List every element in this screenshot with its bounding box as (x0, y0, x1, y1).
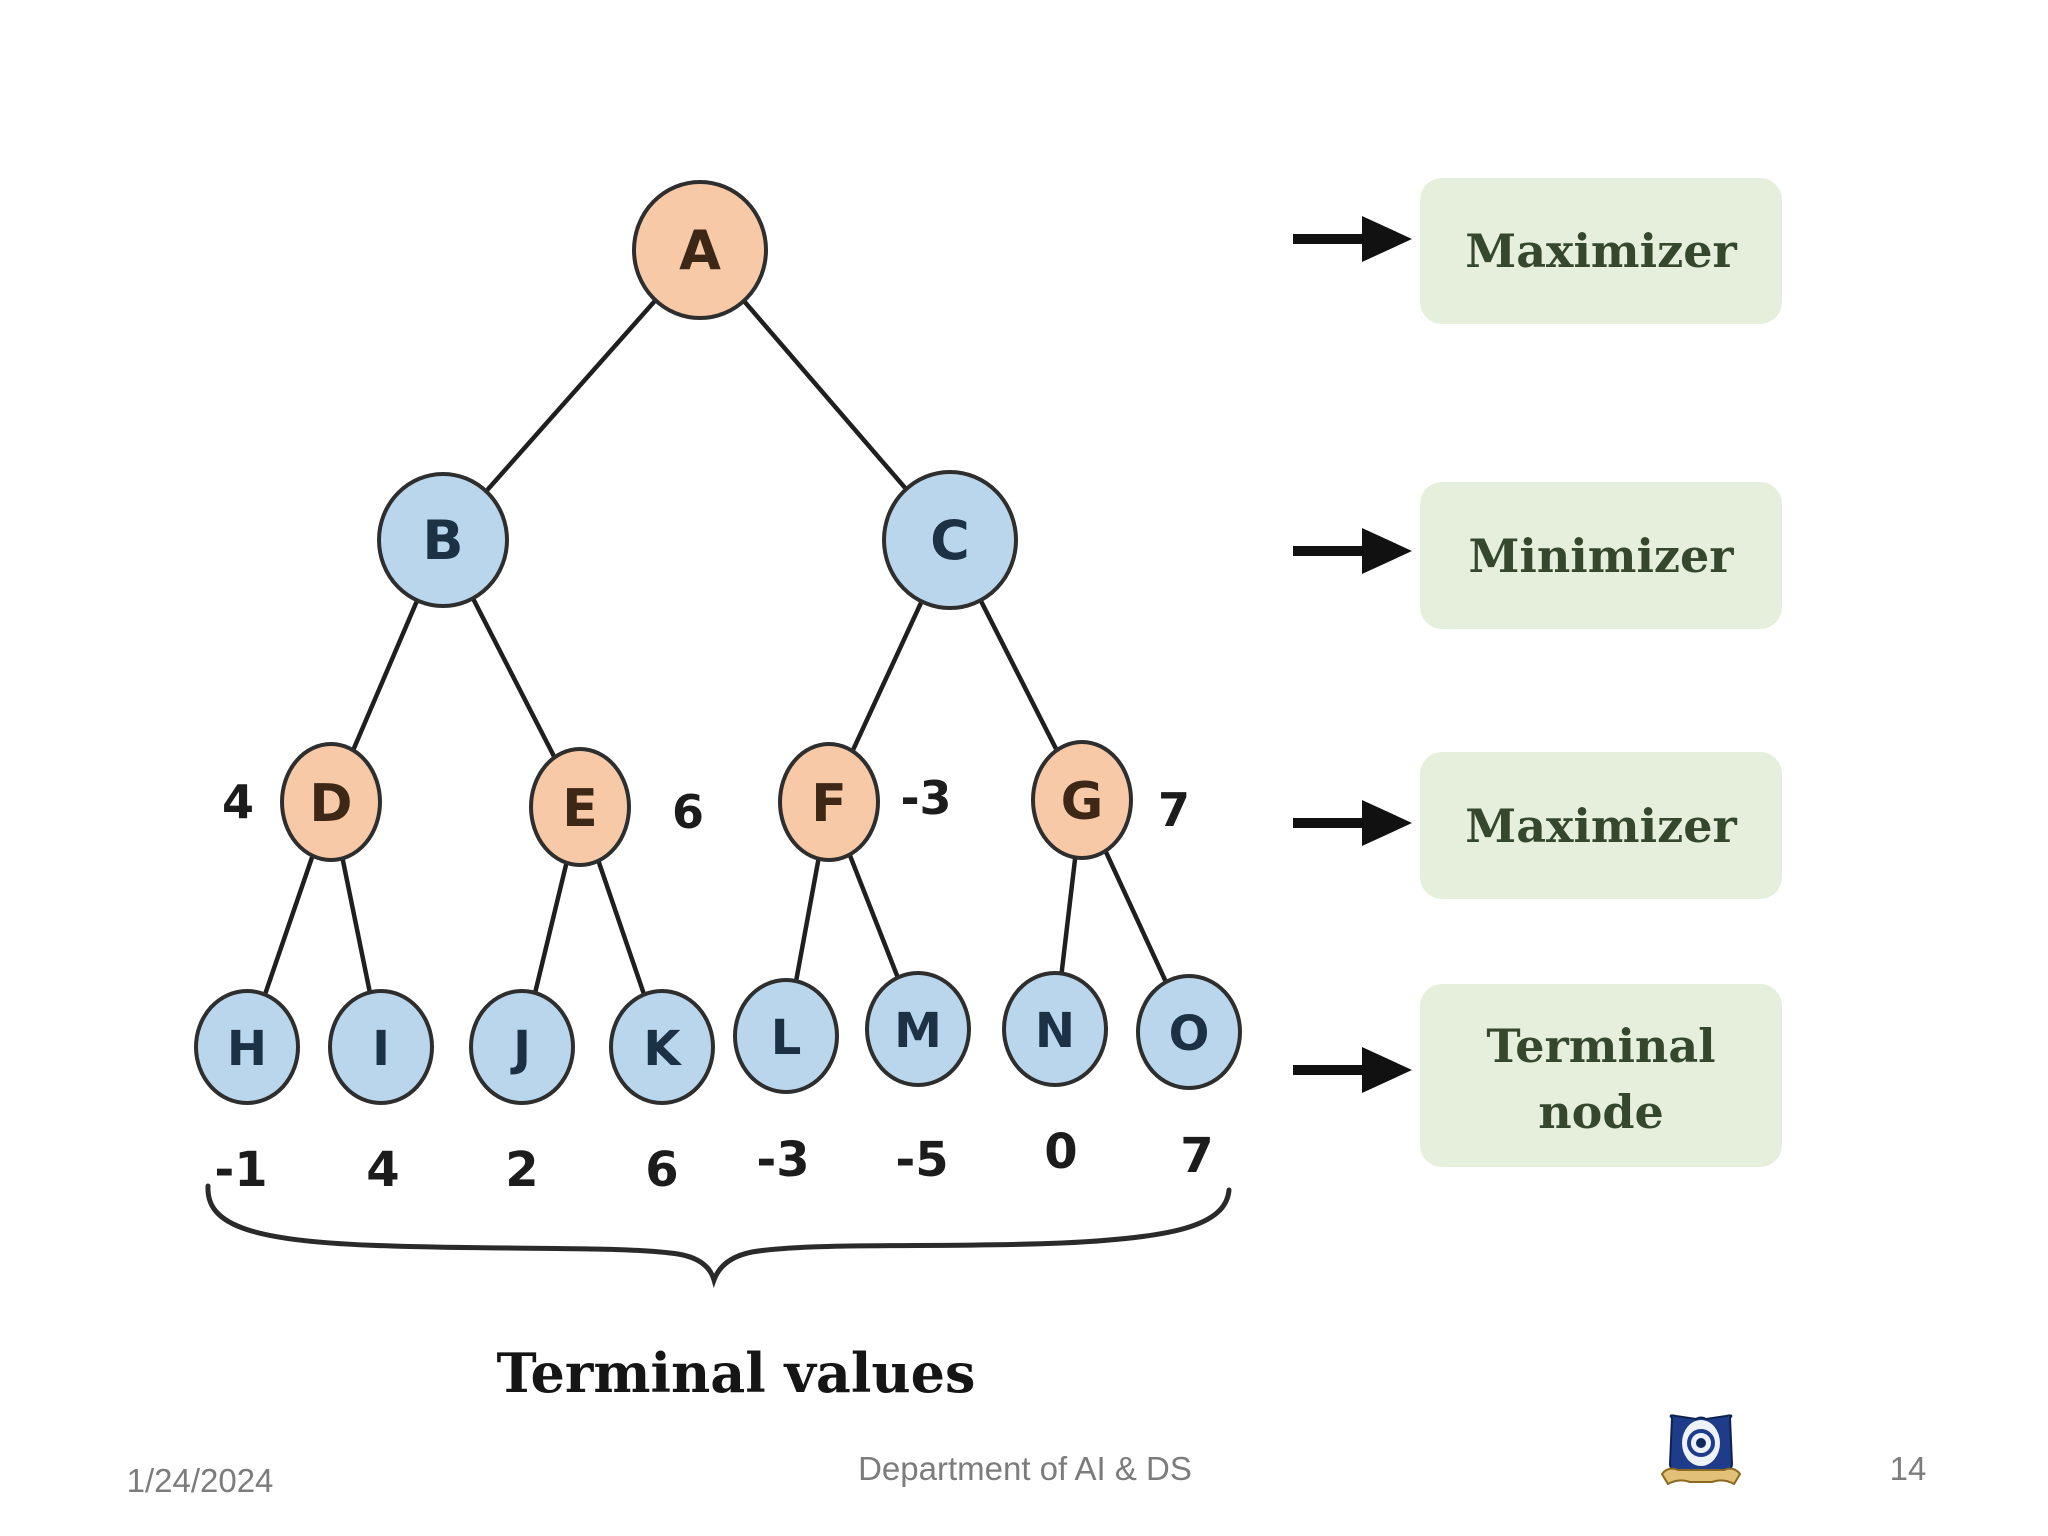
college-crest-logo-icon (1660, 1414, 1742, 1486)
terminal-values-brace (205, 1183, 1232, 1289)
node-H-circle (194, 989, 300, 1105)
legend-item-maximizer-root: Maximizer (1293, 178, 1782, 324)
crest-ribbon (1660, 1467, 1742, 1486)
footer-date: 1/24/2024 (127, 1462, 274, 1499)
arrow-head (1362, 216, 1412, 262)
node-K-circle (609, 989, 715, 1105)
node-J: J (469, 989, 575, 1105)
node-B: B (377, 472, 509, 608)
legend-label-terminal-line1: Terminal (1486, 1019, 1715, 1073)
terminal-value-L: -3 (756, 1132, 809, 1188)
branch-value-D: 4 (222, 775, 254, 829)
node-F: F (778, 742, 880, 862)
node-I-circle (328, 989, 434, 1105)
legend-label-minimizer: Minimizer (1468, 529, 1734, 583)
node-L-circle (733, 978, 839, 1094)
node-J-label: J (510, 1021, 531, 1077)
legend-box-terminal-node (1420, 984, 1782, 1167)
node-G-label: G (1061, 772, 1104, 832)
node-C: C (882, 470, 1018, 610)
node-E: E (529, 747, 631, 867)
node-O: O (1136, 974, 1242, 1090)
node-D: D (280, 742, 382, 862)
node-E-circle (529, 747, 631, 867)
node-D-circle (280, 742, 382, 862)
branch-value-E: 6 (672, 785, 704, 839)
node-G-circle (1031, 740, 1133, 860)
node-L-label: L (771, 1010, 802, 1066)
node-C-label: C (930, 509, 970, 572)
node-A-label: A (679, 219, 721, 282)
node-J-circle (469, 989, 575, 1105)
slide-footer: 1/24/2024 Department of AI & DS 14 (127, 1414, 1927, 1499)
node-H: H (194, 989, 300, 1105)
arrow-head (1362, 1047, 1412, 1093)
node-N: N (1002, 971, 1108, 1087)
node-B-circle (377, 472, 509, 608)
arrow-right-icon (1293, 528, 1412, 574)
branch-values: 4 6 -3 7 (222, 771, 1190, 839)
footer-page-number: 14 (1890, 1450, 1927, 1487)
terminal-value-H: -1 (214, 1142, 267, 1198)
node-G: G (1031, 740, 1133, 860)
node-O-label: O (1169, 1006, 1210, 1062)
node-H-label: H (227, 1021, 267, 1077)
footer-department: Department of AI & DS (858, 1450, 1192, 1487)
legend-box-maximizer-mid (1420, 752, 1782, 899)
legend-item-minimizer: Minimizer (1293, 482, 1782, 629)
node-K-label: K (643, 1021, 682, 1077)
node-M: M (865, 971, 971, 1087)
branch-value-F: -3 (900, 771, 951, 825)
node-N-label: N (1035, 1003, 1075, 1059)
node-I: I (328, 989, 434, 1105)
node-C-circle (882, 470, 1018, 610)
node-B-label: B (422, 509, 463, 572)
crest-ring (1687, 1429, 1715, 1457)
branch-value-G: 7 (1158, 783, 1190, 837)
legend-item-maximizer-mid: Maximizer (1293, 752, 1782, 899)
node-M-label: M (894, 1003, 942, 1059)
terminal-value-O: 7 (1180, 1128, 1213, 1184)
tree-edges (244, 247, 1192, 1050)
arrow-head (1362, 528, 1412, 574)
node-M-circle (865, 971, 971, 1087)
terminal-value-N: 0 (1044, 1124, 1077, 1180)
terminal-value-I: 4 (366, 1142, 399, 1198)
arrow-right-icon (1293, 800, 1412, 846)
terminal-values-label: Terminal values (497, 1341, 976, 1405)
legend-box-minimizer (1420, 482, 1782, 629)
node-N-circle (1002, 971, 1108, 1087)
arrow-right-icon (1293, 216, 1412, 262)
terminal-value-M: -5 (895, 1132, 948, 1188)
node-K: K (609, 989, 715, 1105)
crest-center (1696, 1438, 1706, 1448)
terminal-value-J: 2 (505, 1142, 538, 1198)
arrow-right-icon (1293, 1047, 1412, 1093)
terminal-value-K: 6 (645, 1142, 678, 1198)
node-I-label: I (372, 1021, 390, 1077)
node-F-label: F (811, 774, 847, 834)
node-E-label: E (562, 779, 598, 839)
node-A-circle (632, 180, 768, 320)
legend-label-maximizer-root: Maximizer (1465, 224, 1737, 278)
legend-item-terminal-node: Terminal node (1293, 984, 1782, 1167)
legend: Maximizer Minimizer Maximizer (1293, 178, 1782, 1167)
node-F-circle (778, 742, 880, 862)
legend-label-terminal-line2: node (1538, 1085, 1664, 1139)
node-A: A (632, 180, 768, 320)
legend-label-maximizer-mid: Maximizer (1465, 799, 1737, 853)
node-O-circle (1136, 974, 1242, 1090)
legend-box-maximizer-root (1420, 178, 1782, 324)
tree-nodes: A B C D E F G H (194, 180, 1242, 1105)
node-D-label: D (309, 774, 352, 834)
terminal-values: -1 4 2 6 -3 -5 0 7 (214, 1124, 1213, 1198)
arrow-head (1362, 800, 1412, 846)
node-L: L (733, 978, 839, 1094)
